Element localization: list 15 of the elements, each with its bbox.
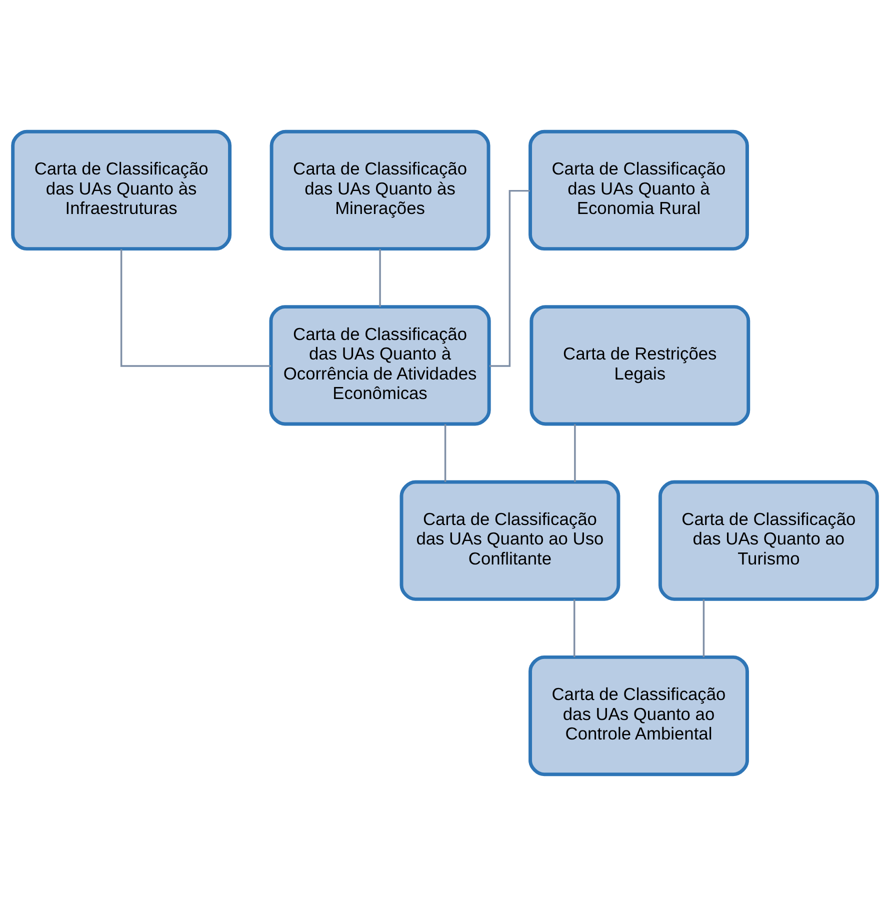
node-box: Carta de Classificação das UAs Quanto à Ocorrência de Atividades Econômicas [269, 304, 491, 426]
node-box: Carta de Classificação das UAs Quanto ao Turismo [658, 480, 879, 600]
node-box: Carta de Classificação das UAs Quanto às Infraestruturas [11, 129, 232, 250]
node-box: Carta de Classificação das UAs Quanto ao Controle Ambiental [528, 654, 749, 776]
connector [573, 598, 576, 657]
connector [574, 424, 576, 482]
connector [489, 189, 530, 366]
node-box: Carta de Restrições Legais [530, 304, 750, 426]
node-box: Carta de Classificação das UAs Quanto às Minerações [270, 129, 490, 250]
node-box: Carta de Classificação das UAs Quanto à Economia Rural [528, 129, 749, 250]
connector [120, 248, 271, 366]
connector [379, 248, 381, 306]
connector [444, 424, 446, 482]
connector [702, 598, 705, 657]
node-box: Carta de Classificação das UAs Quanto ao Uso Conflitante [400, 480, 620, 600]
